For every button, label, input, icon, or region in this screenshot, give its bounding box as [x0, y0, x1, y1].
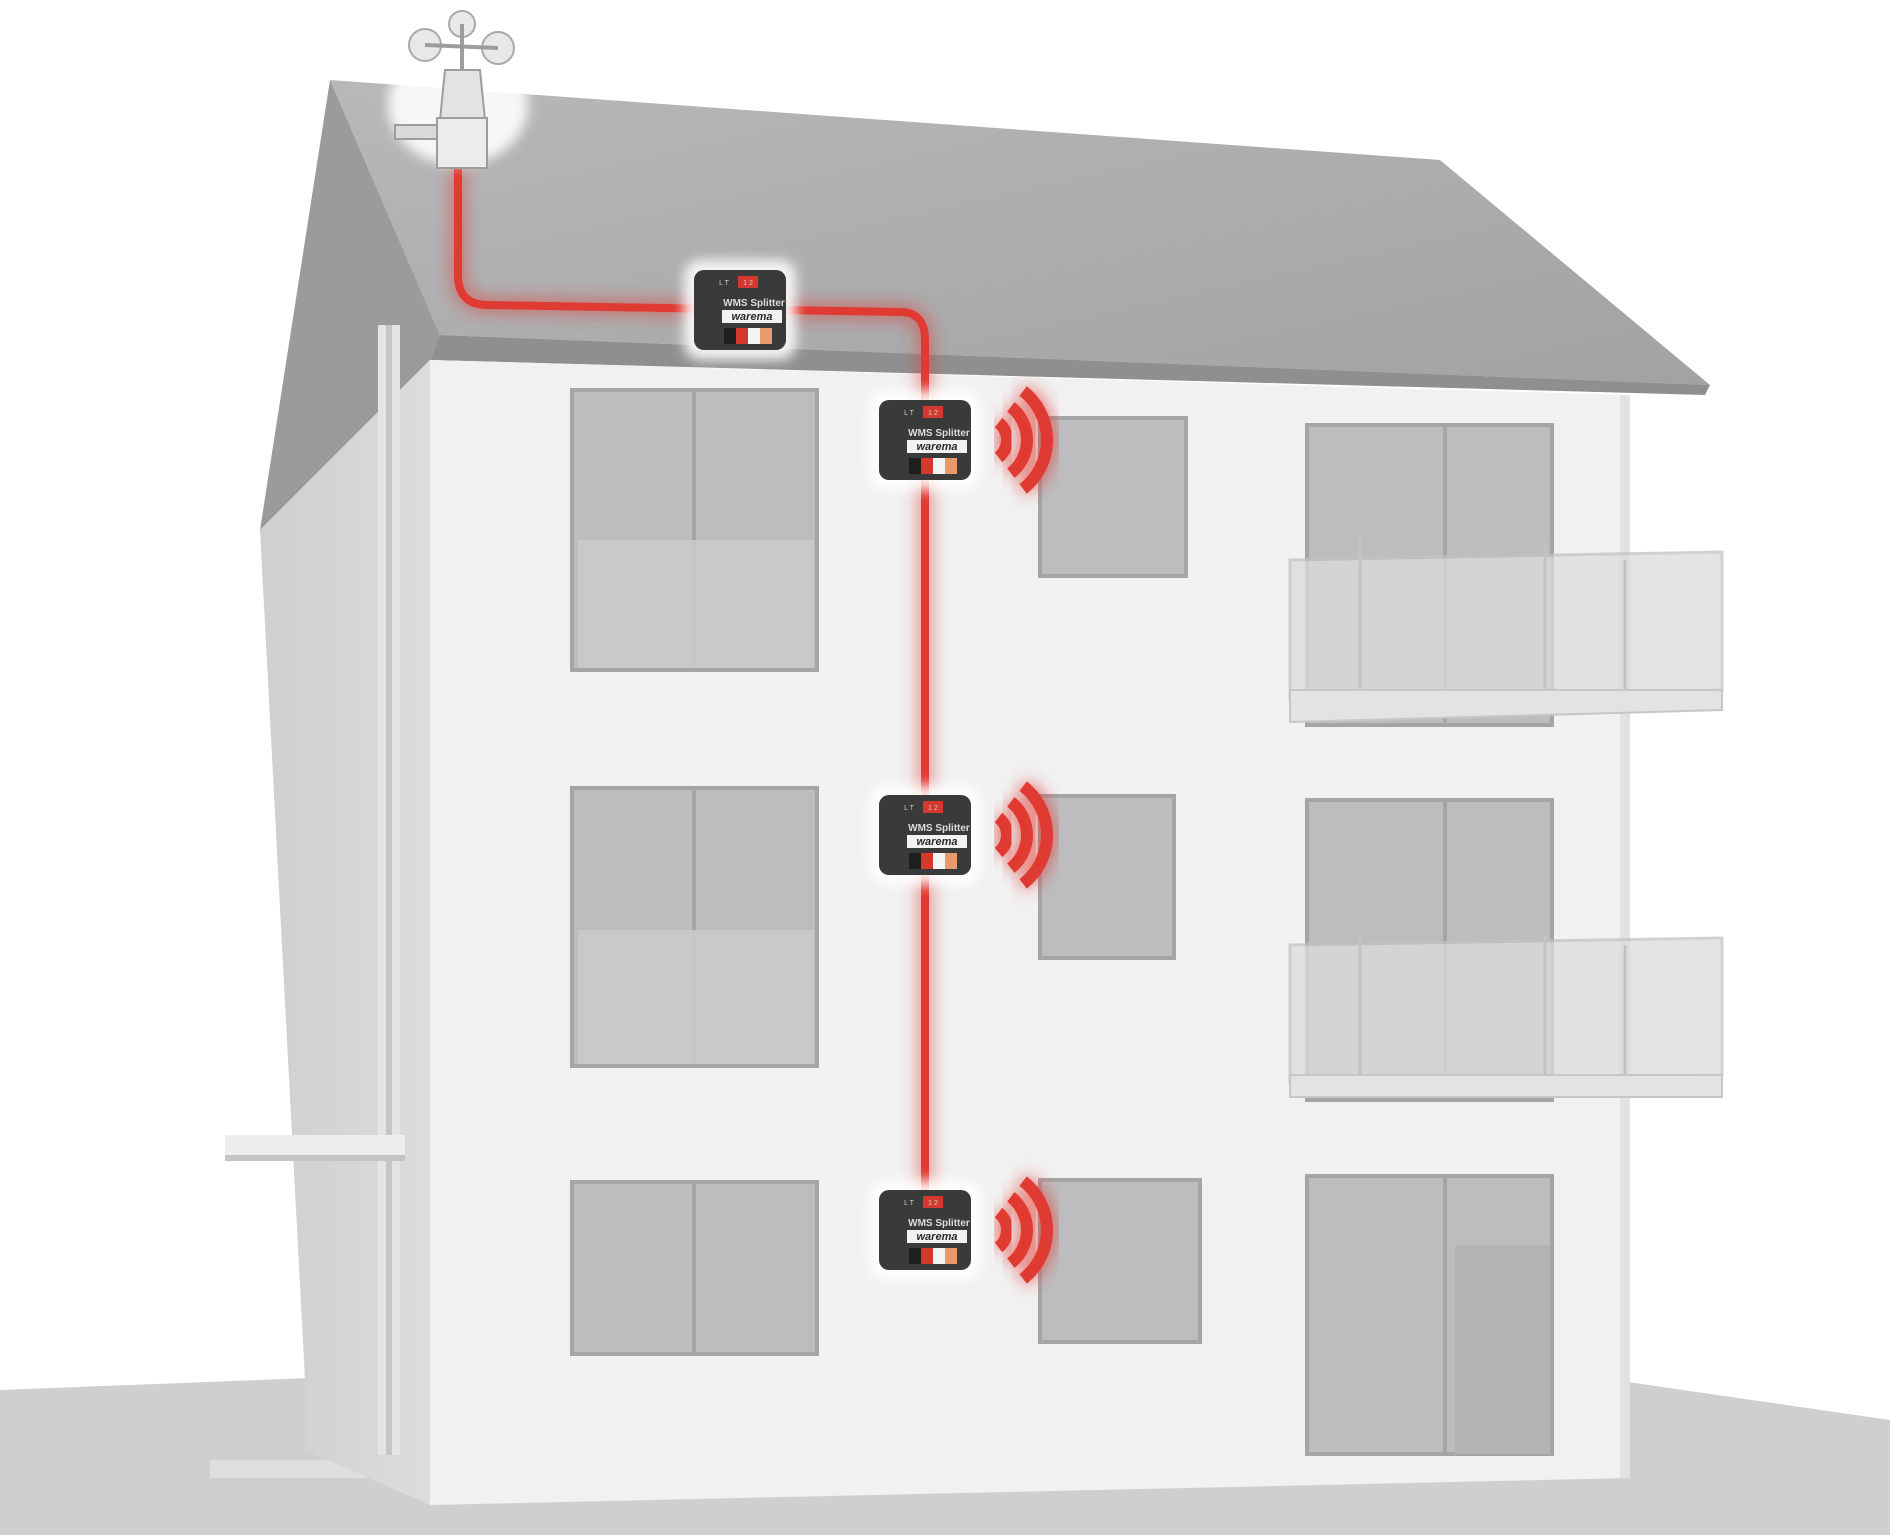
brand-plate — [907, 1230, 967, 1243]
terminal-block — [909, 1248, 921, 1264]
signal-arc — [1019, 1176, 1053, 1284]
signal-arc — [1019, 781, 1053, 889]
splitter-name: WMS Splitter — [908, 823, 970, 834]
signal-arc — [994, 417, 1013, 463]
splitter-name: WMS Splitter — [908, 1218, 970, 1229]
brand-logo: warema — [917, 1231, 958, 1243]
terminal-block — [724, 328, 736, 344]
wms-splitter: 1 2 L T WMS Splitter warema — [869, 390, 981, 490]
wms-splitter: 1 2 L T WMS Splitter warema — [869, 785, 981, 885]
terminal-block — [921, 1248, 933, 1264]
balcony — [1288, 538, 1724, 724]
terminal-block — [933, 853, 945, 869]
radio-signal-icon — [994, 386, 1053, 494]
terminal-labels: L T — [904, 805, 914, 812]
window — [1038, 794, 1176, 960]
terminal-labels: L T — [904, 410, 914, 417]
window — [570, 388, 819, 672]
brand-logo: warema — [917, 441, 958, 453]
terminal-block — [933, 1248, 945, 1264]
signal-arc — [1019, 386, 1053, 494]
radio-signal-icon — [994, 781, 1053, 889]
brand-plate — [907, 440, 967, 453]
dip-switch-label: 1 2 — [928, 1200, 938, 1207]
window — [570, 786, 819, 1068]
balcony — [1288, 932, 1724, 1098]
entrance-door — [1305, 1174, 1554, 1456]
terminal-labels: L T — [904, 1200, 914, 1207]
window — [1038, 416, 1188, 578]
window — [570, 1180, 819, 1356]
signal-arc — [1006, 402, 1033, 478]
dip-switch — [923, 801, 943, 813]
terminal-block — [945, 1248, 957, 1264]
dip-switch-label: 1 2 — [743, 280, 753, 287]
dip-switch — [923, 1196, 943, 1208]
signal-arc — [994, 812, 1013, 858]
dip-switch — [738, 276, 758, 288]
terminal-labels: L T — [719, 280, 729, 287]
terminal-block — [921, 458, 933, 474]
signal-arc — [1006, 1192, 1033, 1268]
brand-logo: warema — [917, 836, 958, 848]
terminal-block — [909, 853, 921, 869]
wms-splitter: 1 2 L T WMS Splitter warema — [869, 1180, 981, 1280]
terminal-block — [909, 458, 921, 474]
splitter-name: WMS Splitter — [908, 428, 970, 439]
terminal-block — [736, 328, 748, 344]
terminal-block — [748, 328, 760, 344]
window — [1038, 1178, 1202, 1344]
terminal-block — [945, 458, 957, 474]
brand-plate — [722, 310, 782, 323]
splitter-name: WMS Splitter — [723, 298, 785, 309]
dip-switch-label: 1 2 — [928, 805, 938, 812]
anemometer-icon — [388, 10, 528, 169]
terminal-block — [945, 853, 957, 869]
terminal-block — [933, 458, 945, 474]
brand-logo: warema — [732, 311, 773, 323]
radio-signal-icon — [994, 1176, 1053, 1284]
terminal-block — [921, 853, 933, 869]
signal-arc — [1006, 797, 1033, 873]
signal-arc — [994, 1207, 1013, 1253]
dip-switch-label: 1 2 — [928, 410, 938, 417]
side-wall — [225, 325, 430, 1505]
brand-plate — [907, 835, 967, 848]
terminal-block — [760, 328, 772, 344]
wms-splitter: 1 2 L T WMS Splitter warema — [684, 260, 796, 360]
dip-switch — [923, 406, 943, 418]
